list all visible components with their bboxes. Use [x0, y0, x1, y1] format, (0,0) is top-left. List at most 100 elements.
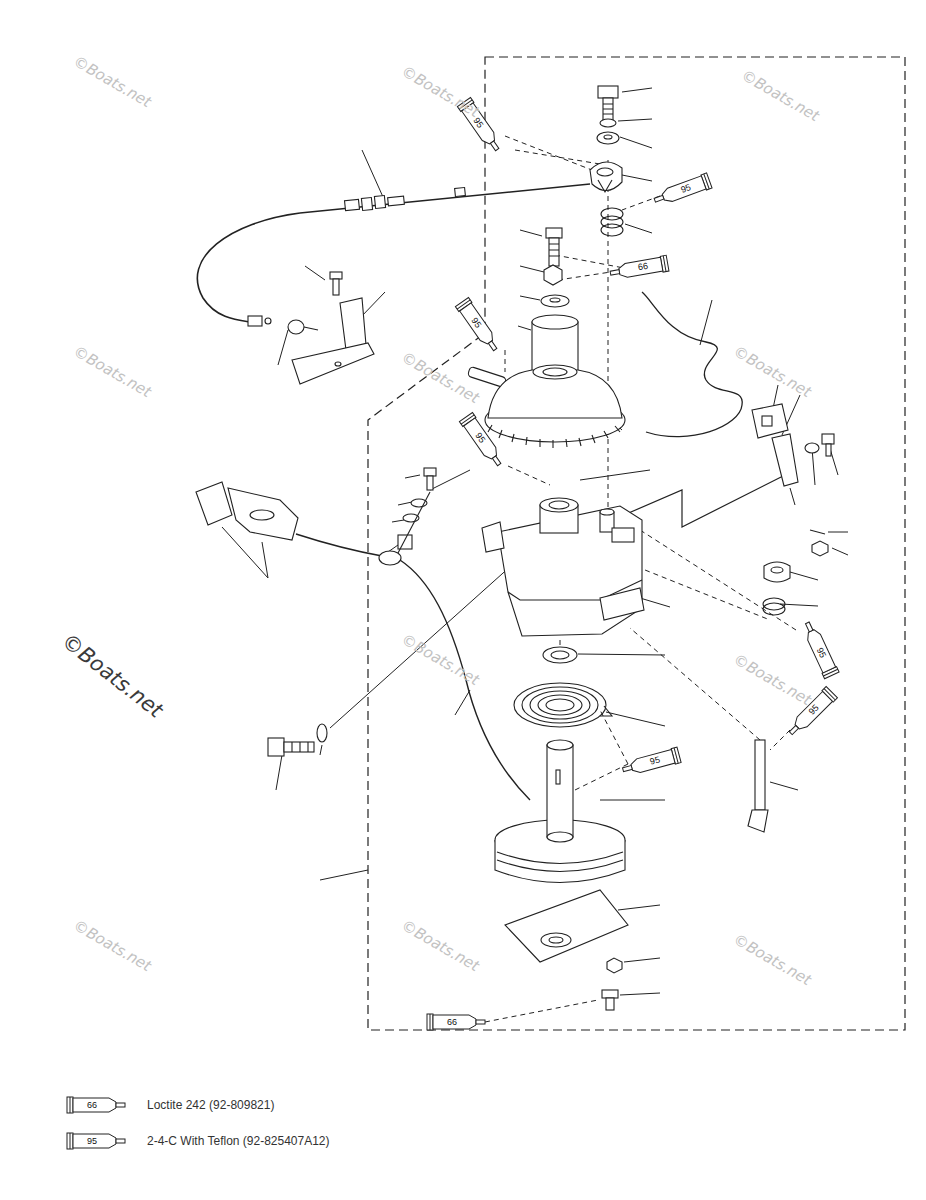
pin-lever [755, 740, 765, 810]
starter-housing [549, 501, 569, 509]
starter-internals [505, 890, 628, 962]
assembly-boundary [617, 470, 795, 527]
leader-line [518, 326, 531, 330]
leader-line [828, 532, 848, 533]
starter-internals [551, 651, 569, 659]
leader-line [770, 782, 798, 790]
leader-line [832, 548, 848, 555]
drive-pulley [533, 365, 577, 379]
interlock-switch [379, 551, 401, 565]
leader-line [618, 119, 652, 121]
throttle-cable [361, 198, 372, 211]
grease-tube-icon [457, 300, 470, 309]
mount-bolt [268, 738, 284, 756]
leader-line [580, 470, 650, 480]
leader-line [330, 565, 512, 728]
leader-line [405, 475, 420, 478]
starter-internals [607, 958, 622, 973]
screw-and-swivel [597, 132, 619, 144]
leader-line [305, 266, 325, 280]
leader-line [600, 800, 665, 801]
small-linkage-parts [810, 530, 825, 534]
throttle-cable [333, 279, 339, 295]
leader-line [700, 300, 712, 345]
leader-line [790, 572, 818, 580]
bracket-parts [826, 444, 831, 456]
grease-tube-icon [433, 1015, 476, 1029]
throttle-cable [288, 320, 304, 334]
pin-lever [748, 740, 768, 832]
grease-tube-icon [430, 1014, 431, 1030]
grease-tube-icon [654, 195, 664, 202]
grease-tube-icon [460, 303, 496, 346]
starter-internals [530, 691, 590, 719]
grease-tube-icon [116, 1139, 125, 1143]
grease-tube-icon [663, 256, 666, 272]
small-linkage-parts [771, 567, 783, 573]
grease-tube-icon [427, 1014, 433, 1030]
screw-and-swivel [603, 104, 613, 114]
alignment-line [515, 150, 606, 165]
watermark: ©Boats.net [399, 350, 482, 406]
small-linkage-parts [763, 598, 785, 610]
alignment-line [558, 270, 624, 280]
leader-line [812, 448, 815, 485]
alignment-line [600, 710, 628, 764]
throttle-cable [197, 184, 590, 384]
grease-tube-icon [789, 725, 798, 734]
screw-and-swivel [598, 86, 618, 98]
leader-line [320, 745, 322, 755]
screw-and-swivel [590, 162, 622, 191]
leader-line [278, 330, 288, 365]
starter-internals [549, 937, 563, 943]
leader-line [625, 224, 652, 233]
throttle-cable [265, 318, 271, 324]
grease-tube-icon [609, 255, 669, 281]
starter-internals [514, 683, 612, 727]
starter-housing [482, 522, 504, 552]
bracket-parts [822, 434, 834, 444]
grease-tube-icon [459, 412, 505, 469]
mount-bolt [292, 742, 308, 752]
starter-internals [514, 683, 606, 727]
leader-line [222, 88, 848, 995]
leader-line [392, 520, 404, 522]
alignment-line [485, 1000, 598, 1022]
leader-line [262, 542, 268, 578]
compound-number: 66 [87, 1101, 97, 1110]
grease-tube-icon [427, 1014, 485, 1030]
legend-text: Loctite 242 (92-809821) [147, 1099, 274, 1111]
interlock-switch [427, 476, 433, 490]
grease-tube-icon [610, 270, 620, 276]
bracket-parts [762, 416, 772, 426]
bracket-parts [805, 443, 819, 453]
grease-tube-icon [621, 747, 681, 777]
alignment-line [508, 466, 550, 485]
grease-tube-icon [824, 689, 835, 700]
leader-line [276, 755, 282, 790]
leader-line [618, 905, 660, 910]
throttle-cable [345, 199, 360, 210]
starter-internals [495, 647, 628, 1010]
pin-lever [748, 810, 768, 832]
mount-bolt [317, 724, 327, 742]
throttle-cable [300, 184, 590, 213]
alignment-line [505, 136, 597, 172]
leader-line [362, 150, 383, 197]
screw-and-swivel [600, 119, 616, 127]
leader-line [520, 230, 542, 236]
throttle-cable [248, 316, 262, 326]
screw-and-swivel [604, 135, 612, 139]
grease-tube-icon [476, 1020, 485, 1024]
grease-tube-icon [805, 628, 836, 673]
alignment-line [608, 160, 609, 520]
drive-pulley [485, 365, 625, 448]
interlock-switch [196, 468, 530, 800]
leader-line [622, 88, 652, 92]
bracket-parts [772, 434, 798, 486]
assembly-boundary [368, 57, 905, 1030]
bolt-sleeve [544, 265, 562, 285]
throttle-cable [374, 196, 385, 209]
alignment-line [770, 730, 790, 750]
